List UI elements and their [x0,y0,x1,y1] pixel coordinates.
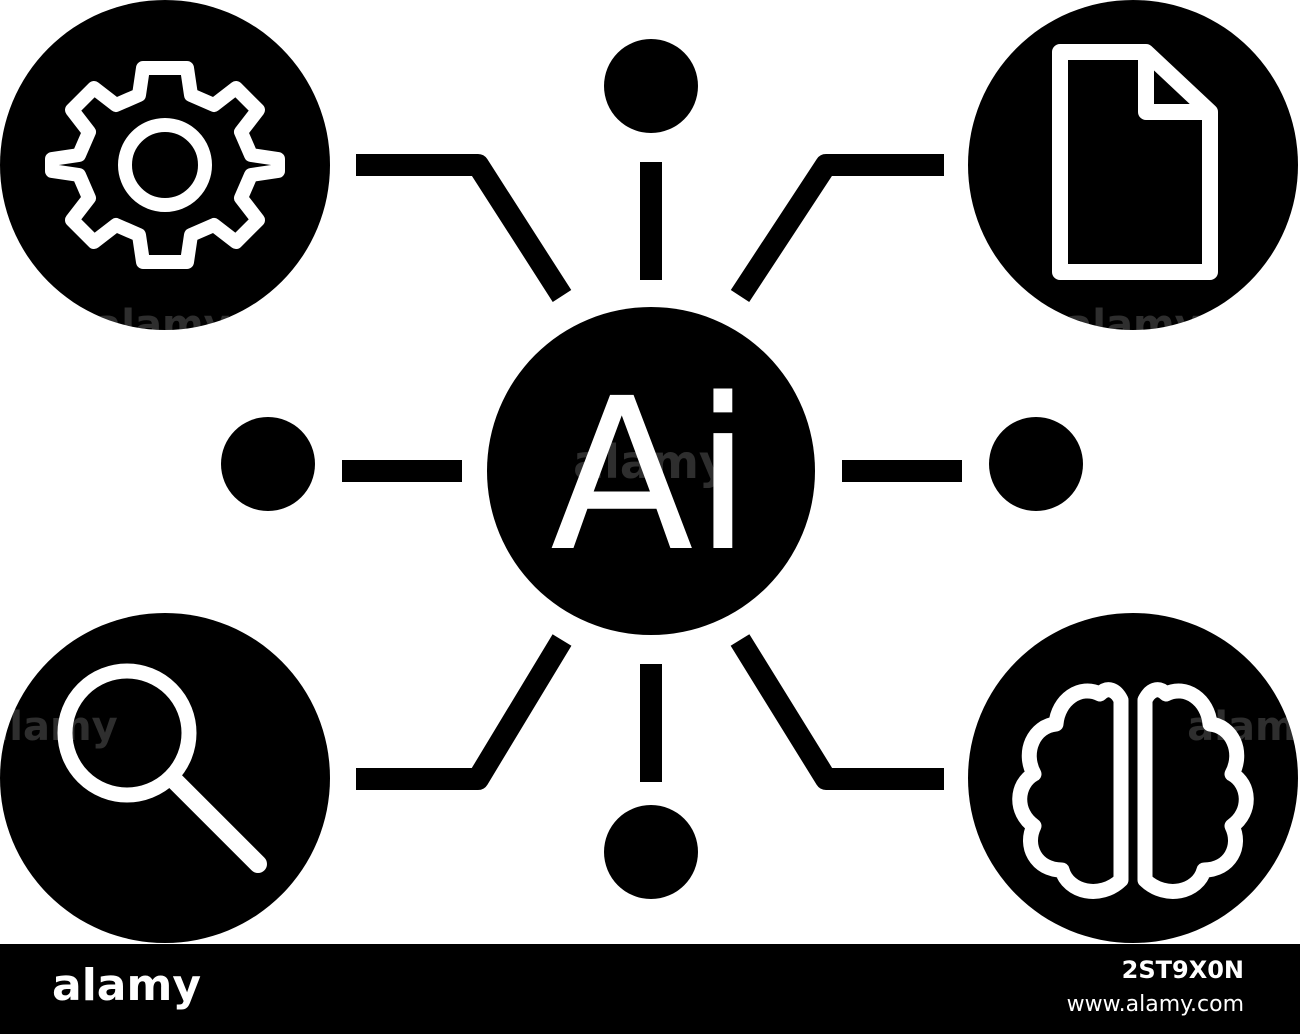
ai-hub-label: Ai [550,353,752,598]
watermark-text: alamy [0,704,118,750]
ai-network-illustration: Ai alamy alamy alamy alamy alamy [0,0,1300,943]
gear-icon [45,61,285,269]
connector-bottom-left [356,634,572,790]
watermark-text: alamy [1187,704,1300,750]
watermark-text: alamy [573,435,729,489]
brand-logo: alamy [52,960,201,1011]
site-url: www.alamy.com [1066,992,1244,1017]
node-dot-left [221,417,315,511]
brain-icon [1012,682,1254,899]
watermark: alamy alamy alamy alamy alamy [0,302,1300,750]
document-node [968,0,1298,330]
node-dot-bottom [604,805,698,899]
connector-bottom-right [730,634,944,790]
brain-node [968,613,1298,943]
image-id: 2ST9X0N [1121,956,1244,984]
node-dot-right [989,417,1083,511]
node-dot-top [604,39,698,133]
watermark-text: alamy [1065,302,1200,348]
connector-top-right [730,154,944,303]
magnifier-node [0,613,330,943]
connector-top-left [356,154,572,302]
gear-node [0,0,330,330]
watermark-text: alamy [94,302,229,348]
document-icon [1052,44,1218,280]
connector-lines [342,154,962,790]
footer-bar: alamy 2ST9X0N www.alamy.com [0,944,1300,1034]
ai-hub: Ai [487,307,815,635]
magnifier-icon [57,663,267,873]
